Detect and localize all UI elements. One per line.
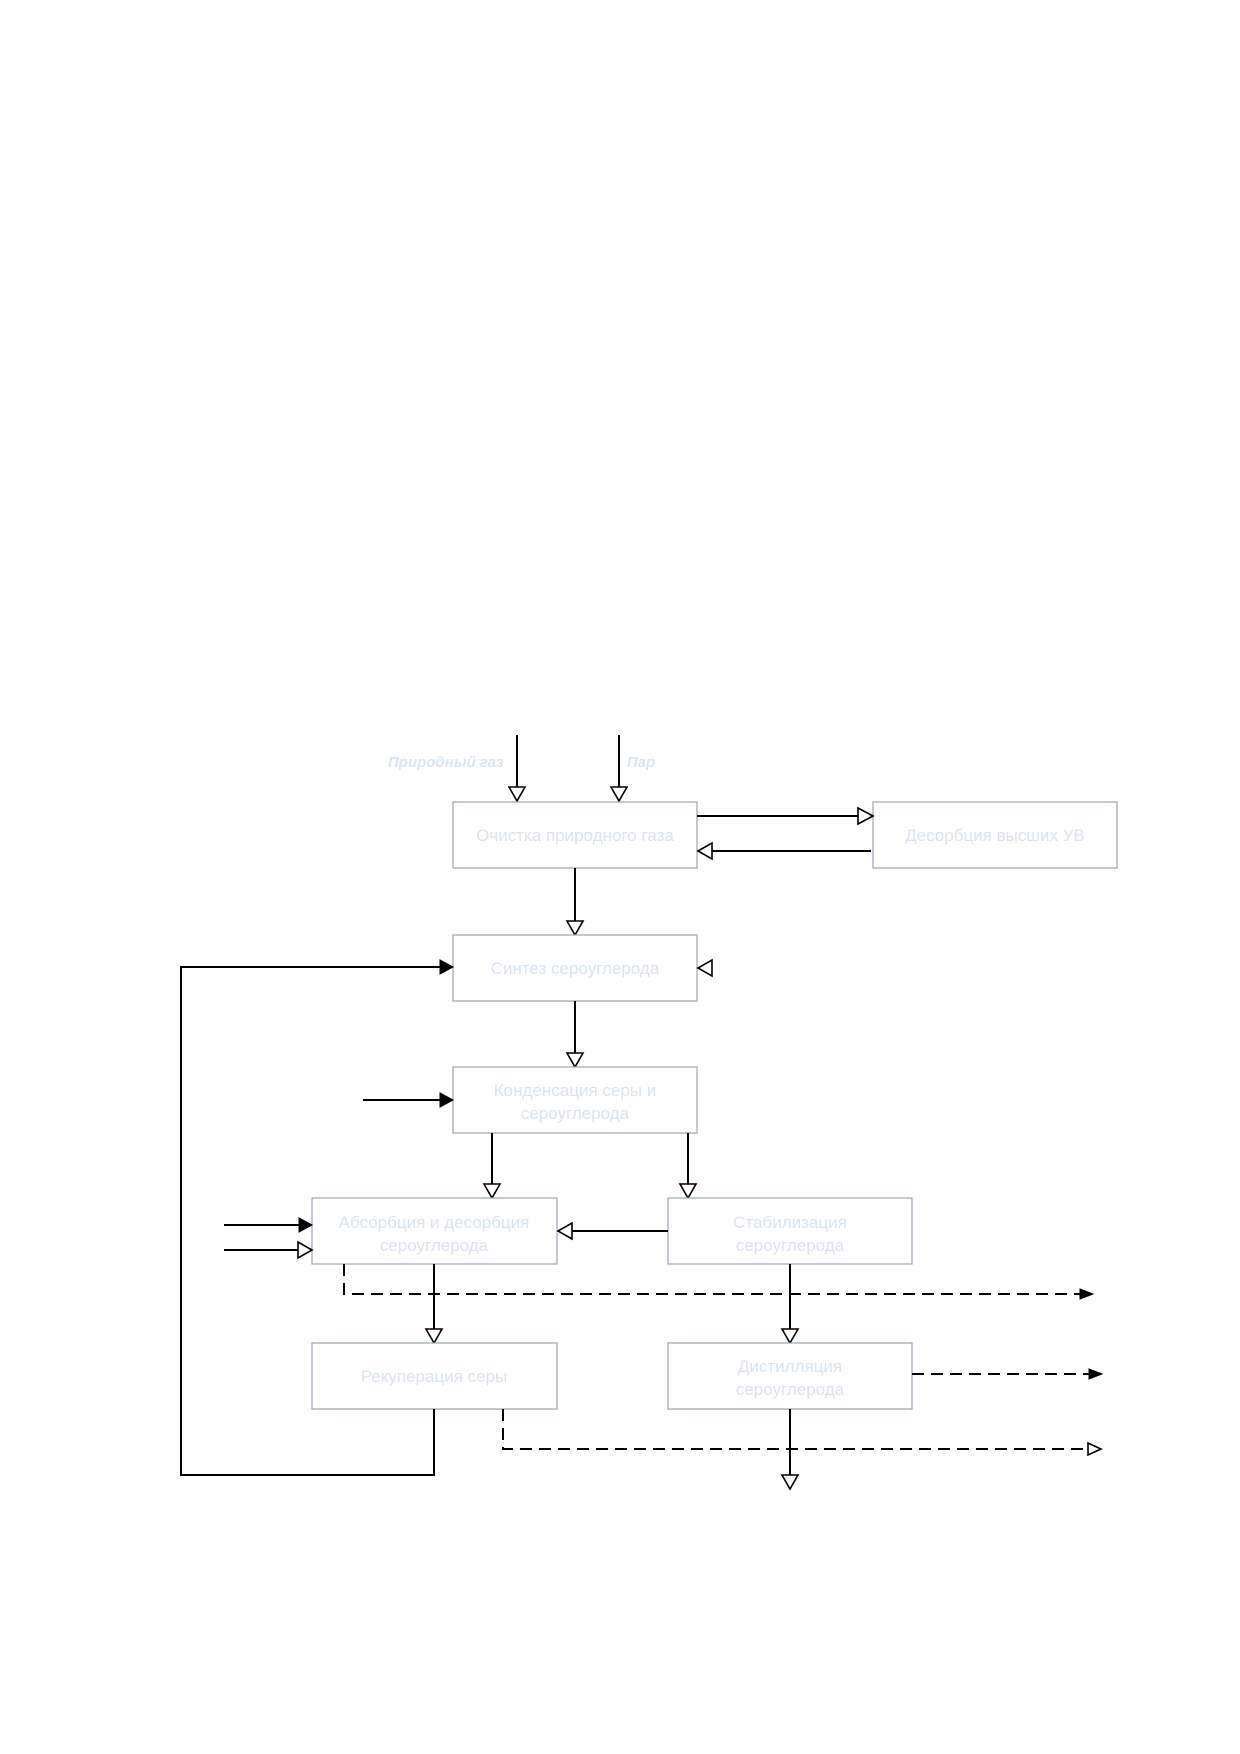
absorption-input-solid-arrowhead — [298, 1217, 314, 1233]
node-cs2-synthesis: Синтез сероуглерода — [452, 934, 698, 1002]
absorption-input-open-arrowhead — [297, 1240, 314, 1260]
absorption-dashed-output-arrowhead — [1079, 1288, 1095, 1300]
condensation-to-absorption-arrowhead — [482, 1183, 502, 1200]
node-gas-cleaning-label: Очистка природного газа — [476, 826, 674, 845]
distillation-product-arrowhead — [780, 1474, 800, 1491]
node-distillation: Дистилляция сероуглерода — [667, 1342, 913, 1410]
steam-input-label: Пар — [627, 754, 655, 771]
node-stabilization: Стабилизация сероуглерода — [667, 1197, 913, 1265]
node-absorption-label-line1: Абсорбция и десорбция — [339, 1213, 530, 1232]
stabilization-to-distillation-arrowhead — [780, 1328, 800, 1345]
natural-gas-arrowhead — [507, 786, 527, 803]
natural-gas-input-label: Природный газ — [388, 754, 504, 771]
node-sulfur-recuperation-label: Рекуперация серы — [361, 1367, 508, 1386]
gas-to-synthesis-arrowhead — [565, 920, 585, 937]
node-desorption-hc-label: Десорбция высших УВ — [905, 826, 1085, 845]
node-stabilization-label-line1: Стабилизация — [733, 1213, 847, 1232]
sulfur-recycle-loop — [180, 966, 440, 1476]
node-cs2-synthesis-label: Синтез сероуглерода — [491, 959, 660, 978]
node-condensation-label-line2: сероуглерода — [521, 1104, 630, 1123]
node-gas-cleaning: Очистка природного газа — [452, 801, 698, 869]
node-absorption-label-line2: сероуглерода — [380, 1236, 489, 1255]
steam-arrowhead — [609, 786, 629, 803]
distillation-dashed-output-arrowhead — [1088, 1368, 1104, 1380]
synthesis-side-input-arrowhead — [696, 958, 713, 978]
gas-to-desorption-arrowhead — [857, 806, 875, 826]
node-desorption-hc: Десорбция высших УВ — [872, 801, 1118, 869]
node-condensation-label-line1: Конденсация серы и — [494, 1081, 656, 1100]
node-condensation: Конденсация серы и сероуглерода — [452, 1066, 698, 1134]
recuperation-dashed-output — [502, 1409, 1088, 1450]
condensation-input-arrowhead — [439, 1092, 455, 1108]
absorption-dashed-output — [343, 1264, 1080, 1295]
stabilization-to-absorption-arrowhead — [556, 1221, 573, 1241]
synthesis-to-condensation-arrowhead — [565, 1052, 585, 1069]
node-stabilization-label-line2: сероуглерода — [736, 1236, 845, 1255]
sulfur-recycle-arrowhead — [439, 959, 455, 975]
desorption-to-gas-arrowhead — [696, 841, 713, 861]
condensation-to-stabilization-arrowhead — [678, 1183, 698, 1200]
absorption-to-recuperation-arrowhead — [424, 1328, 444, 1345]
node-sulfur-recuperation: Рекуперация серы — [311, 1342, 558, 1410]
recuperation-dashed-output-arrowhead — [1087, 1441, 1103, 1457]
node-distillation-label-line2: сероуглерода — [736, 1380, 845, 1399]
node-distillation-label-line1: Дистилляция — [738, 1357, 842, 1376]
node-absorption: Абсорбция и десорбция сероуглерода — [311, 1197, 558, 1265]
